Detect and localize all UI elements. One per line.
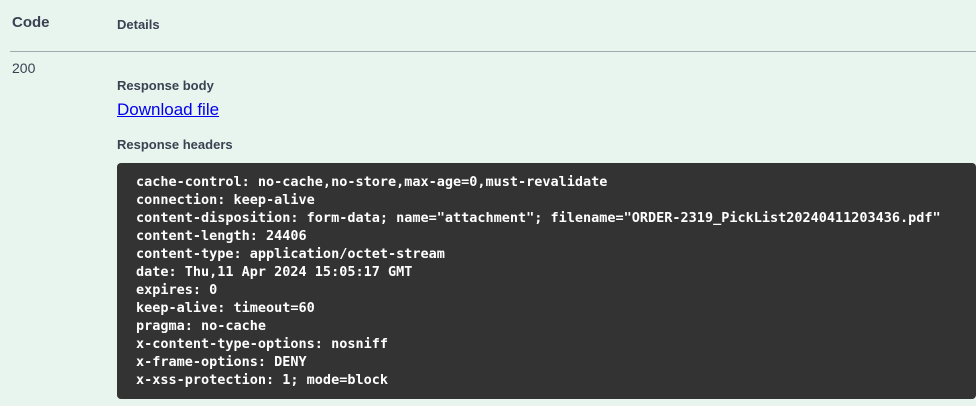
response-header-line: pragma: no-cache [136, 318, 267, 334]
response-row-200: 200 Response body Download file Response… [0, 52, 976, 399]
response-header-line: content-type: application/octet-stream [136, 246, 445, 262]
response-header-line: x-frame-options: DENY [136, 354, 307, 370]
response-header-line: x-content-type-options: nosniff [136, 336, 388, 352]
response-header-line: content-length: 24406 [136, 228, 307, 244]
response-header-line: x-xss-protection: 1; mode=block [136, 372, 388, 388]
response-details-cell: Response body Download file Response hea… [117, 60, 976, 399]
response-headers-label: Response headers [117, 137, 233, 152]
response-header-line: keep-alive: timeout=60 [136, 300, 315, 316]
response-body-label: Response body [117, 78, 214, 93]
response-headers-block: cache-control: no-cache,no-store,max-age… [117, 163, 976, 399]
response-header-line: connection: keep-alive [136, 192, 315, 208]
details-column-header: Details [117, 17, 160, 32]
responses-table-header: Code Details [10, 0, 976, 52]
code-column-header: Code [12, 14, 50, 31]
response-header-line: expires: 0 [136, 282, 218, 298]
response-header-line: cache-control: no-cache,no-store,max-age… [136, 174, 608, 190]
download-file-link[interactable]: Download file [117, 100, 220, 119]
response-status-code: 200 [12, 60, 36, 76]
response-header-line: date: Thu,11 Apr 2024 15:05:17 GMT [136, 264, 413, 280]
response-header-line: content-disposition: form-data; name="at… [136, 210, 941, 226]
